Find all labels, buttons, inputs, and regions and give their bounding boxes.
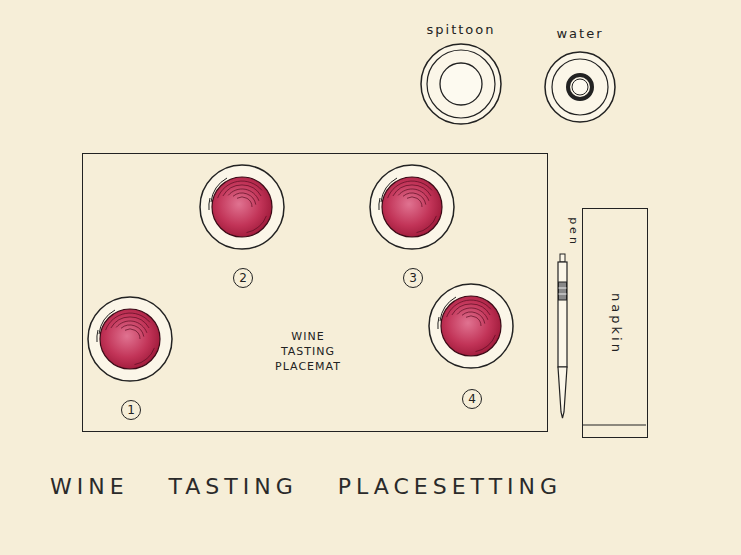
wine-glass xyxy=(197,162,287,252)
water-glass: water xyxy=(542,8,618,128)
item-label: napkin xyxy=(609,293,624,355)
caption: WINE TASTING PLACESETTING xyxy=(50,474,700,499)
wine-glass: 3 xyxy=(367,162,457,290)
item-label: spittoon xyxy=(418,22,504,37)
wine-glass: 1 xyxy=(85,294,175,422)
glass-number: 1 xyxy=(121,400,141,420)
napkin: napkin xyxy=(582,208,648,438)
wine-glass xyxy=(367,162,457,252)
glass-number: 3 xyxy=(403,268,423,288)
spittoon: spittoon xyxy=(418,8,504,128)
glass-number: 2 xyxy=(233,268,253,288)
wine-glass: 4 xyxy=(426,281,516,411)
wine-glass: 2 xyxy=(197,162,287,290)
pen: pen xyxy=(552,212,580,424)
wine-glass xyxy=(426,281,516,371)
glass-number: 4 xyxy=(462,389,482,409)
wine-glass xyxy=(85,294,175,384)
tasting-placemat: WINE TASTING PLACEMAT 2 3 1 4 xyxy=(82,153,548,432)
item-label: pen xyxy=(567,217,580,247)
placemat-label: WINE TASTING PLACEMAT xyxy=(263,329,353,374)
item-label: water xyxy=(542,26,618,41)
